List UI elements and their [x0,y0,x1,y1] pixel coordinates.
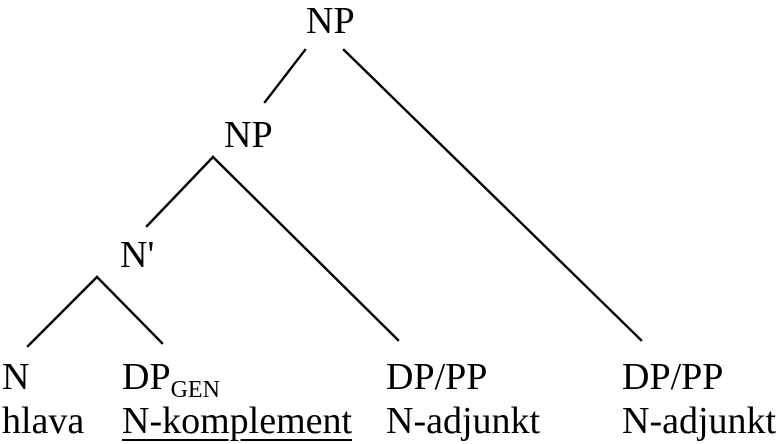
branch-n-bar-to-n [26,275,99,348]
node-dp-gen: DPGEN [122,356,220,402]
node-dp-gen-label: DP [122,356,171,398]
node-np-inner: NP [224,114,273,156]
node-n: N [2,356,30,398]
node-n-bar: N' [120,234,155,276]
gloss-dp-gen: N-komplement [122,400,353,442]
branch-np-inner-to-dp-pp-1 [211,155,400,342]
node-np-root: NP [306,0,355,42]
gloss-dp-pp-2: N-adjunkt [622,400,777,442]
branch-root-to-dp-pp-2 [342,48,643,342]
node-dp-gen-subscript: GEN [170,377,220,403]
gloss-n: hlava [2,400,85,442]
branch-np-inner-to-n-bar [145,155,215,228]
gloss-dp-pp-1: N-adjunkt [386,400,541,442]
node-dp-pp-2: DP/PP [622,356,724,398]
branch-root-to-np-inner [263,48,307,104]
node-dp-pp-1: DP/PP [386,356,488,398]
branch-n-bar-to-dp-gen [95,275,164,345]
